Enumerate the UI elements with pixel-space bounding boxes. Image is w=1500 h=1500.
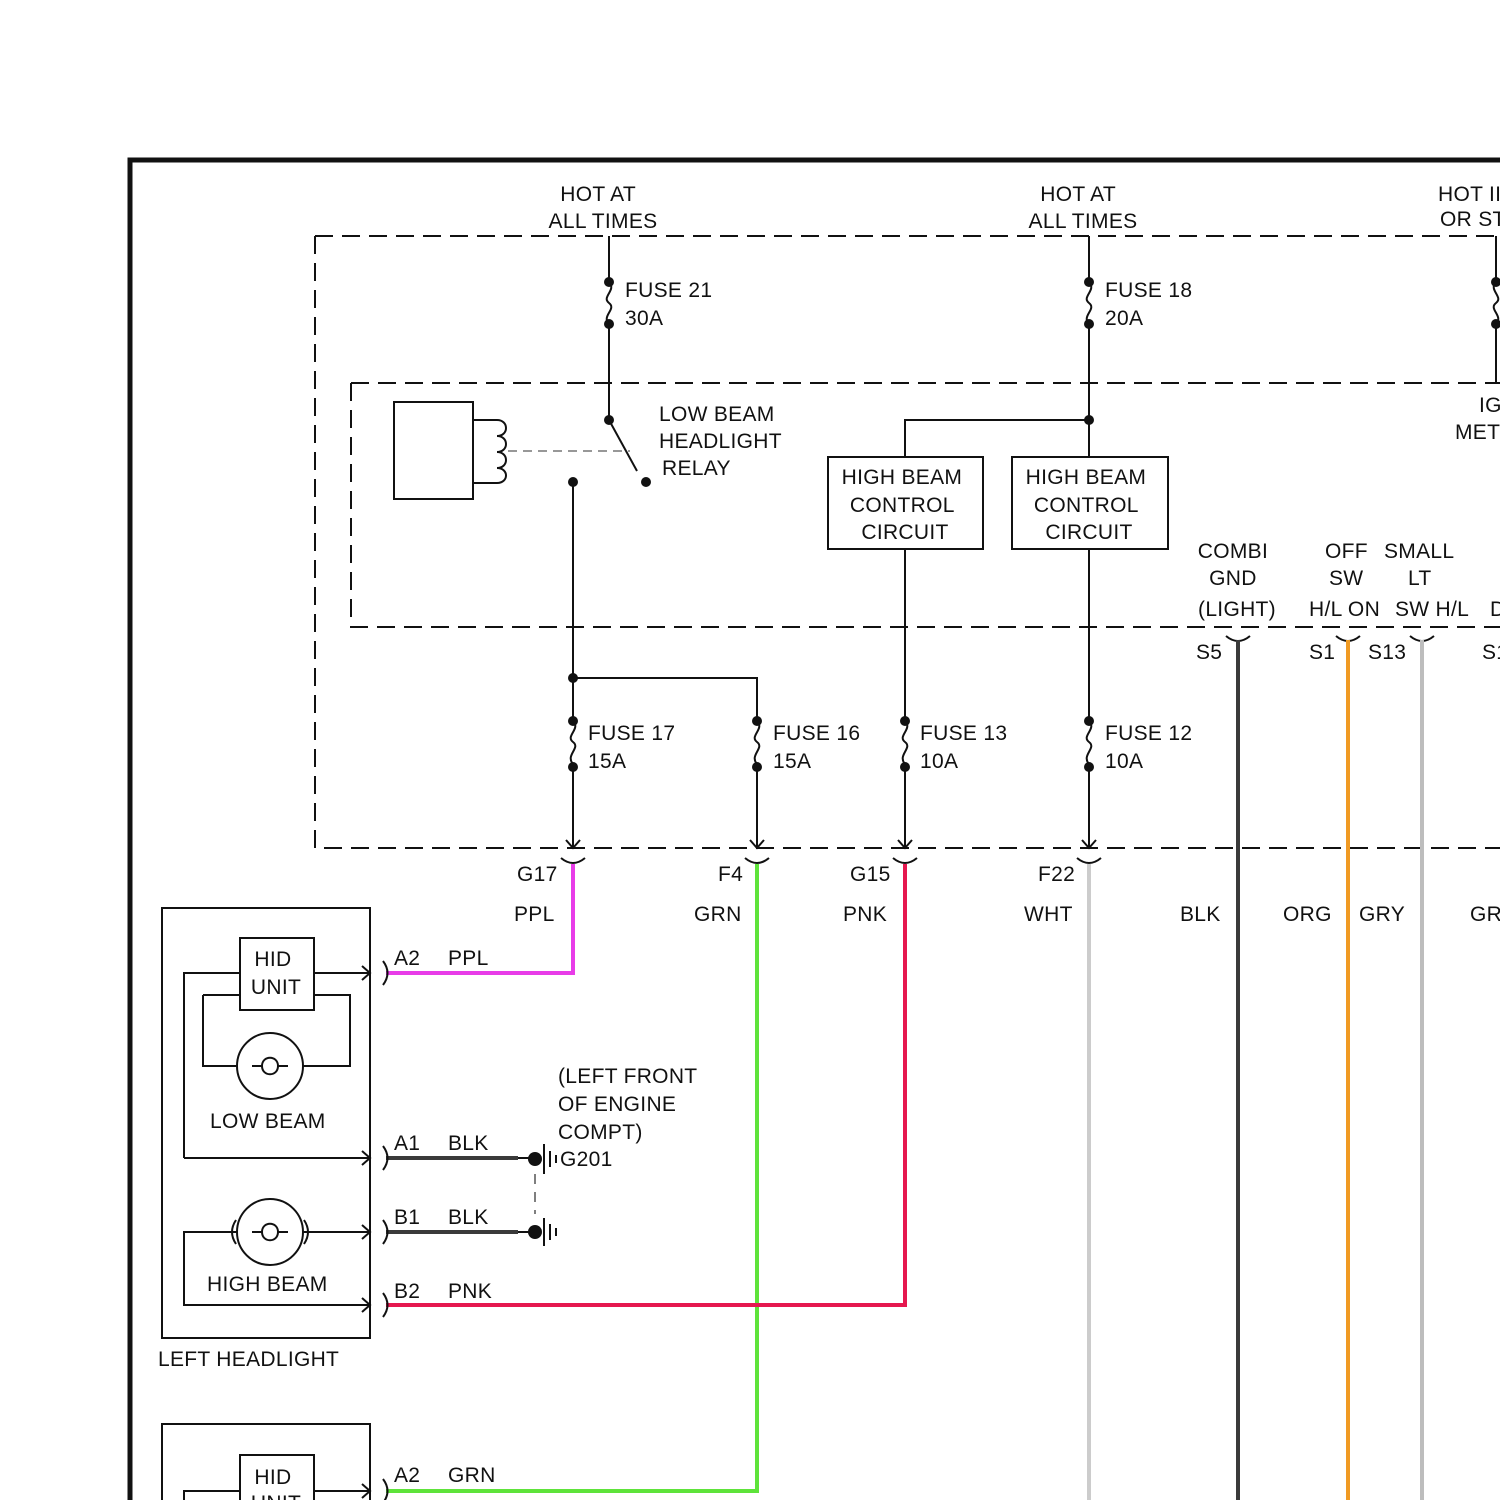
- high-beam-filament-icon: [252, 1224, 288, 1241]
- fuse17-label: FUSE 17 15A: [588, 722, 681, 773]
- fuse21-terminal-bottom: [604, 319, 614, 329]
- high-beam-control-circuit-2-label: HIGH BEAM CONTROL CIRCUIT: [1026, 466, 1153, 544]
- wire-color-gry: GRY: [1359, 903, 1405, 926]
- pin-b1-color: BLK: [448, 1206, 489, 1229]
- pin-a1: A1: [394, 1132, 420, 1155]
- pin-a2: A2: [394, 947, 420, 970]
- wire-color-blk: BLK: [1180, 903, 1221, 926]
- hid-unit-label: HID UNIT: [251, 948, 301, 999]
- pin-a1-color: BLK: [448, 1132, 489, 1155]
- pin-a2-color: PPL: [448, 947, 489, 970]
- fuse17-terminal-top: [568, 716, 578, 726]
- pin-s1: S1: [1309, 641, 1335, 664]
- fuse21-symbol: [607, 282, 612, 324]
- fuse13-output-wire: [898, 767, 912, 848]
- connector-g15-symbol: [893, 858, 917, 863]
- wire-color-ppl: PPL: [514, 903, 555, 926]
- fuse12-label: FUSE 12 10A: [1105, 722, 1198, 773]
- right-pin-a2-connector: [383, 1479, 388, 1500]
- connector-f22: F22: [1038, 863, 1075, 886]
- low-beam-filament-icon: [252, 1058, 288, 1075]
- low-beam-bulb-icon: [237, 1033, 303, 1099]
- connector-g17: G17: [517, 863, 558, 886]
- connector-g15: G15: [850, 863, 891, 886]
- pin-a1-connector: [383, 1146, 388, 1170]
- high-beam-label: HIGH BEAM: [207, 1273, 328, 1296]
- wire-color-gr-cut: GR: [1470, 903, 1500, 926]
- high-beam-control-circuit-1-label: HIGH BEAM CONTROL CIRCUIT: [842, 466, 969, 544]
- connector-f22-symbol: [1077, 858, 1101, 863]
- right-pin-a2: A2: [394, 1464, 420, 1487]
- ground-b1-icon: [544, 1218, 556, 1246]
- fuse-right-symbol: [1494, 282, 1499, 324]
- ground-id-label: G201: [560, 1148, 613, 1171]
- pin-b2: B2: [394, 1280, 420, 1303]
- pin-b1: B1: [394, 1206, 420, 1229]
- fuse16-output-wire: [750, 767, 764, 848]
- fuse18-splice-dot: [1084, 415, 1094, 425]
- ig-met-label: IG MET: [1455, 394, 1500, 444]
- ground-location-label: (LEFT FRONT OF ENGINE COMPT): [558, 1065, 703, 1144]
- right-pin-a2-color: GRN: [448, 1464, 496, 1487]
- fuse16-terminal-top: [752, 716, 762, 726]
- relay-switch-arm: [609, 420, 637, 471]
- splice-dot: [568, 673, 578, 683]
- pin-a2-connector: [383, 961, 388, 985]
- connector-f4-symbol: [745, 858, 769, 863]
- pin-b1-connector: [383, 1220, 388, 1244]
- connector-f4: F4: [718, 863, 743, 886]
- fuse13-terminal-top: [900, 716, 910, 726]
- wire-color-wht: WHT: [1024, 903, 1073, 926]
- fuse17-symbol: [571, 721, 576, 764]
- fuse18-symbol: [1087, 282, 1092, 324]
- fuse16-label: FUSE 16 15A: [773, 722, 866, 773]
- source-label-left: HOT AT ALL TIMES: [549, 183, 658, 233]
- left-headlight-title: LEFT HEADLIGHT: [158, 1348, 339, 1371]
- low-beam-label: LOW BEAM: [210, 1110, 326, 1133]
- wire-color-grn: GRN: [694, 903, 742, 926]
- wire-color-org: ORG: [1283, 903, 1332, 926]
- pin-s-cut: S1: [1482, 641, 1500, 664]
- fuse17-output-wire: [566, 767, 580, 848]
- relay-output-wire: [573, 482, 757, 721]
- ground-g201-icon: [544, 1144, 556, 1174]
- fuse12-terminal-top: [1084, 716, 1094, 726]
- source-label-right: HOT II OR ST: [1438, 183, 1500, 231]
- low-beam-loop: [203, 995, 350, 1066]
- pin-label-combi-gnd: COMBI GND (LIGHT): [1198, 540, 1276, 621]
- high-beam-bulb-icon: [237, 1199, 303, 1265]
- source-label-mid: HOT AT ALL TIMES: [1029, 183, 1138, 233]
- pin-label-off-sw: OFF SW H/L ON: [1309, 540, 1380, 621]
- diagram-frame: [130, 160, 1500, 1500]
- pin-label-small-lt: SMALL LT SW H/L: [1384, 540, 1469, 621]
- fuse18-feed-wire: [905, 236, 1089, 457]
- relay-contact-no: [641, 477, 651, 487]
- relay-coil-icon: [473, 420, 506, 483]
- fuse13-label: FUSE 13 10A: [920, 722, 1013, 773]
- pin-s13: S13: [1368, 641, 1406, 664]
- right-hid-unit-label: HID UNIT: [251, 1466, 301, 1500]
- fuse16-symbol: [755, 721, 760, 764]
- fuse12-symbol: [1087, 721, 1092, 764]
- fuse18-terminal-top: [1084, 277, 1094, 287]
- pin-label-d: D: [1490, 598, 1500, 621]
- pin-b2-color: PNK: [448, 1280, 492, 1303]
- pin-b2-connector: [383, 1293, 388, 1317]
- pin-s5: S5: [1196, 641, 1222, 664]
- fuse21-label: FUSE 21 30A: [625, 279, 718, 330]
- fuse12-output-wire: [1082, 767, 1096, 848]
- connector-g17-symbol: [561, 858, 585, 863]
- ground-leads: [518, 1158, 535, 1232]
- relay-coil-box: [394, 402, 473, 499]
- fuse18-label: FUSE 18 20A: [1105, 279, 1198, 330]
- low-beam-ground-lead: [184, 1151, 370, 1165]
- fuse21-terminal-top: [604, 277, 614, 287]
- wire-color-pnk: PNK: [843, 903, 887, 926]
- fuse13-symbol: [903, 721, 908, 764]
- fuse18-terminal-bottom: [1084, 319, 1094, 329]
- relay-label: LOW BEAM HEADLIGHT RELAY: [659, 403, 788, 480]
